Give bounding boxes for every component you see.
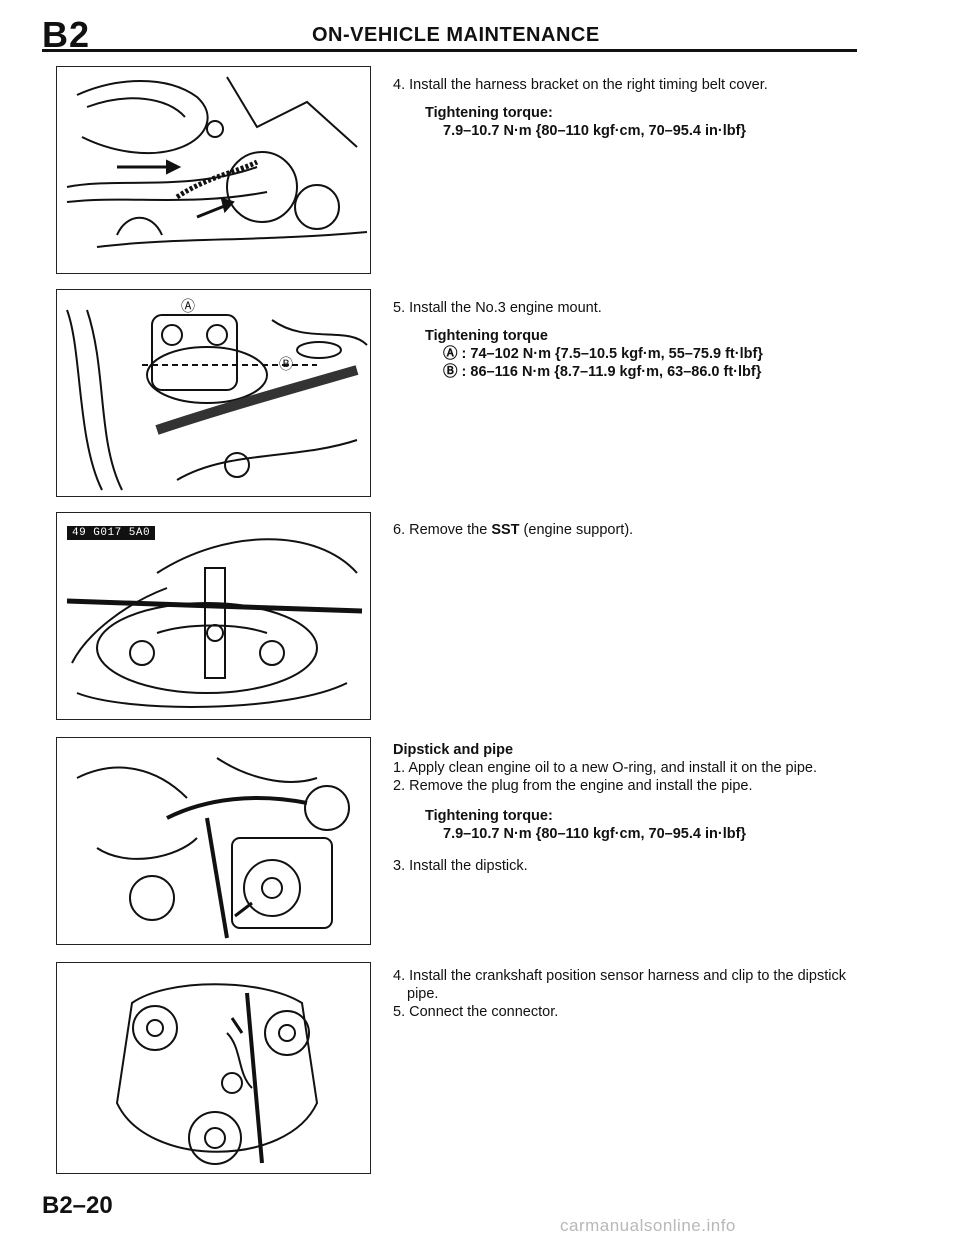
dipstick-step-3: 3. Install the dipstick. — [393, 858, 528, 874]
sst-instruction-bold: SST — [491, 522, 520, 538]
header-rule — [42, 49, 857, 52]
dipstick-step-1: 1. Apply clean engine oil to a new O-rin… — [393, 760, 817, 776]
harness-bracket-torque-value: 7.9–10.7 N·m {80–110 kgf·cm, 70–95.4 in·… — [443, 123, 747, 139]
harness-bracket-step: 4. Install the harness bracket on the ri… — [393, 76, 863, 140]
harness-bracket-figure — [56, 66, 371, 274]
engine-mount-figure: Ⓐ Ⓑ — [56, 289, 371, 497]
crankshaft-step-5: 5. Connect the connector. — [393, 1004, 559, 1020]
crankshaft-harness-figure — [56, 962, 371, 1174]
engine-mount-step: 5. Install the No.3 engine mount. Tighte… — [393, 299, 863, 381]
engine-mount-instruction: 5. Install the No.3 engine mount. — [393, 300, 602, 316]
sst-tool-number: 49 G017 5A0 — [67, 526, 156, 540]
dipstick-step-2: 2. Remove the plug from the engine and i… — [393, 778, 753, 794]
dipstick-pipe-figure — [56, 737, 371, 945]
sst-instruction-prefix: 6. Remove the — [393, 522, 492, 538]
engine-support-figure: 49 G017 5A0 — [56, 512, 371, 720]
engine-mount-torque-a: Ⓐ : 74–102 N·m {7.5–10.5 kgf·m, 55–75.9 … — [443, 346, 763, 362]
harness-bracket-torque-label: Tightening torque: — [425, 105, 553, 121]
watermark: carmanualsonline.info — [560, 1216, 736, 1235]
sst-step: 6. Remove the SST (engine support). — [393, 521, 863, 539]
section-code: B2 — [42, 14, 91, 55]
page-number: B2–20 — [42, 1192, 113, 1219]
engine-mount-torque-label: Tightening torque — [425, 328, 548, 344]
dipstick-step: Dipstick and pipe 1. Apply clean engine … — [393, 741, 863, 875]
dipstick-torque-value: 7.9–10.7 N·m {80–110 kgf·cm, 70–95.4 in·… — [443, 826, 747, 842]
sst-instruction-suffix: (engine support). — [519, 522, 634, 538]
crankshaft-step-4: 4. Install the crankshaft position senso… — [393, 968, 846, 1002]
dipstick-heading: Dipstick and pipe — [393, 742, 514, 758]
callout-b: Ⓑ — [279, 356, 293, 372]
dipstick-torque-label: Tightening torque: — [425, 808, 553, 824]
harness-bracket-instruction: 4. Install the harness bracket on the ri… — [393, 77, 768, 93]
engine-mount-torque-b: Ⓑ : 86–116 N·m {8.7–11.9 kgf·m, 63–86.0 … — [443, 364, 762, 380]
callout-a: Ⓐ — [181, 298, 195, 314]
crankshaft-step: 4. Install the crankshaft position senso… — [393, 967, 863, 1021]
section-title: ON-VEHICLE MAINTENANCE — [312, 24, 600, 46]
